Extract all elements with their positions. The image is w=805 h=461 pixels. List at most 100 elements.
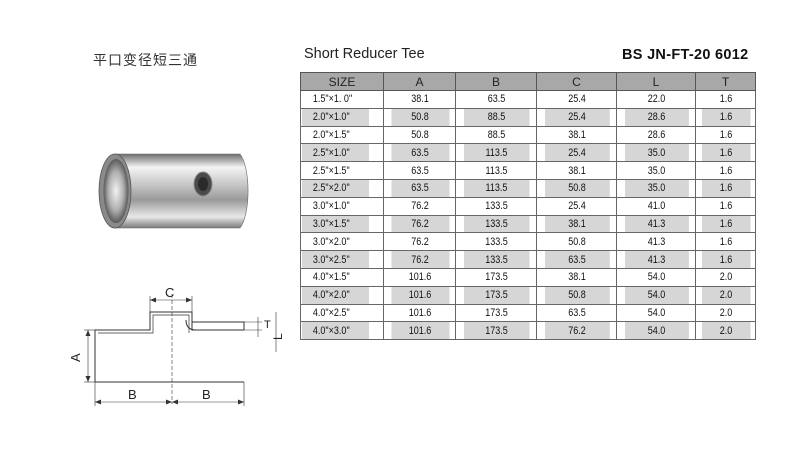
value-cell: 25.4 (543, 107, 610, 127)
value-cell: 76.2 (389, 196, 450, 216)
product-photo (98, 153, 249, 229)
value-cell: 76.2 (389, 232, 450, 252)
label-b-right: B (202, 387, 211, 402)
value-cell: 50.8 (543, 178, 610, 198)
table-row: 4.0"×2.0" 101.6 173.5 50.8 54.0 2.0 (300, 285, 756, 305)
size-cell: 3.0"×2.5" (300, 250, 369, 269)
size-cell: 2.5"×1.0" (300, 143, 369, 163)
value-cell: 1.6 (700, 161, 751, 180)
value-cell: 76.2 (389, 250, 450, 269)
value-cell: 76.2 (543, 321, 610, 341)
value-cell: 113.5 (462, 178, 530, 198)
size-cell: 3.0"×1.5" (300, 214, 369, 234)
table-row: 3.0"×1.0" 76.2 133.5 25.4 41.0 1.6 (300, 196, 756, 216)
value-cell: 63.5 (389, 143, 450, 163)
value-cell: 113.5 (462, 143, 530, 163)
dimension-drawing: A B B C T L (68, 285, 282, 406)
value-cell: 1.6 (700, 232, 751, 252)
value-cell: 50.8 (543, 232, 610, 252)
chinese-title: 平口变径短三通 (93, 53, 198, 69)
value-cell: 1.6 (700, 107, 751, 127)
value-cell: 173.5 (462, 321, 530, 341)
value-cell: 63.5 (543, 303, 610, 323)
value-cell: 1.6 (700, 196, 751, 216)
label-a: A (68, 353, 83, 362)
value-cell: 101.6 (389, 285, 450, 305)
value-cell: 54.0 (623, 321, 689, 341)
table-row: 3.0"×2.0" 76.2 133.5 50.8 41.3 1.6 (300, 232, 756, 252)
size-cell: 2.5"×1.5" (300, 161, 369, 180)
value-cell: 41.3 (623, 214, 689, 234)
label-t: T (264, 319, 271, 331)
size-cell: 2.0"×1.0" (300, 107, 369, 127)
size-cell: 4.0"×3.0" (300, 321, 369, 341)
value-cell: 113.5 (462, 161, 530, 180)
product-title: Short Reducer Tee (304, 46, 425, 62)
column-header: L (616, 72, 696, 91)
value-cell: 173.5 (462, 267, 530, 287)
value-cell: 50.8 (389, 107, 450, 127)
value-cell: 38.1 (389, 90, 450, 109)
value-cell: 1.6 (700, 90, 751, 109)
value-cell: 101.6 (389, 267, 450, 287)
value-cell: 41.3 (623, 250, 689, 269)
value-cell: 63.5 (462, 90, 530, 109)
column-header: B (455, 72, 537, 91)
value-cell: 50.8 (389, 125, 450, 145)
value-cell: 28.6 (623, 125, 689, 145)
value-cell: 173.5 (462, 285, 530, 305)
value-cell: 2.0 (700, 285, 751, 305)
value-cell: 35.0 (623, 161, 689, 180)
value-cell: 54.0 (623, 267, 689, 287)
product-code: BS JN-FT-20 6012 (622, 47, 749, 63)
value-cell: 76.2 (389, 214, 450, 234)
column-header: C (536, 72, 617, 91)
size-cell: 4.0"×2.0" (300, 285, 369, 305)
value-cell: 1.6 (700, 143, 751, 163)
value-cell: 38.1 (543, 267, 610, 287)
value-cell: 41.0 (623, 196, 689, 216)
table-header-row: SIZE A B C L T (300, 72, 756, 91)
value-cell: 35.0 (623, 178, 689, 198)
size-cell: 3.0"×1.0" (300, 196, 369, 216)
size-cell: 3.0"×2.0" (300, 232, 369, 252)
value-cell: 38.1 (543, 214, 610, 234)
value-cell: 2.0 (700, 321, 751, 341)
value-cell: 1.6 (700, 178, 751, 198)
table-row: 4.0"×1.5" 101.6 173.5 38.1 54.0 2.0 (300, 267, 756, 287)
size-cell: 4.0"×2.5" (300, 303, 369, 323)
size-cell: 2.0"×1.5" (300, 125, 369, 145)
label-b-left: B (128, 387, 137, 402)
value-cell: 2.0 (700, 267, 751, 287)
value-cell: 41.3 (623, 232, 689, 252)
value-cell: 133.5 (462, 232, 530, 252)
value-cell: 54.0 (623, 285, 689, 305)
value-cell: 101.6 (389, 321, 450, 341)
value-cell: 173.5 (462, 303, 530, 323)
value-cell: 133.5 (462, 196, 530, 216)
value-cell: 63.5 (543, 250, 610, 269)
column-header: SIZE (300, 72, 384, 91)
value-cell: 1.6 (700, 125, 751, 145)
value-cell: 63.5 (389, 161, 450, 180)
value-cell: 22.0 (623, 90, 689, 109)
size-cell: 4.0"×1.5" (300, 267, 369, 287)
label-c: C (165, 285, 174, 300)
value-cell: 88.5 (462, 125, 530, 145)
value-cell: 28.6 (623, 107, 689, 127)
value-cell: 50.8 (543, 285, 610, 305)
value-cell: 133.5 (462, 214, 530, 234)
value-cell: 25.4 (543, 143, 610, 163)
value-cell: 25.4 (543, 196, 610, 216)
value-cell: 1.6 (700, 250, 751, 269)
value-cell: 63.5 (389, 178, 450, 198)
size-cell: 2.5"×2.0" (300, 178, 369, 198)
